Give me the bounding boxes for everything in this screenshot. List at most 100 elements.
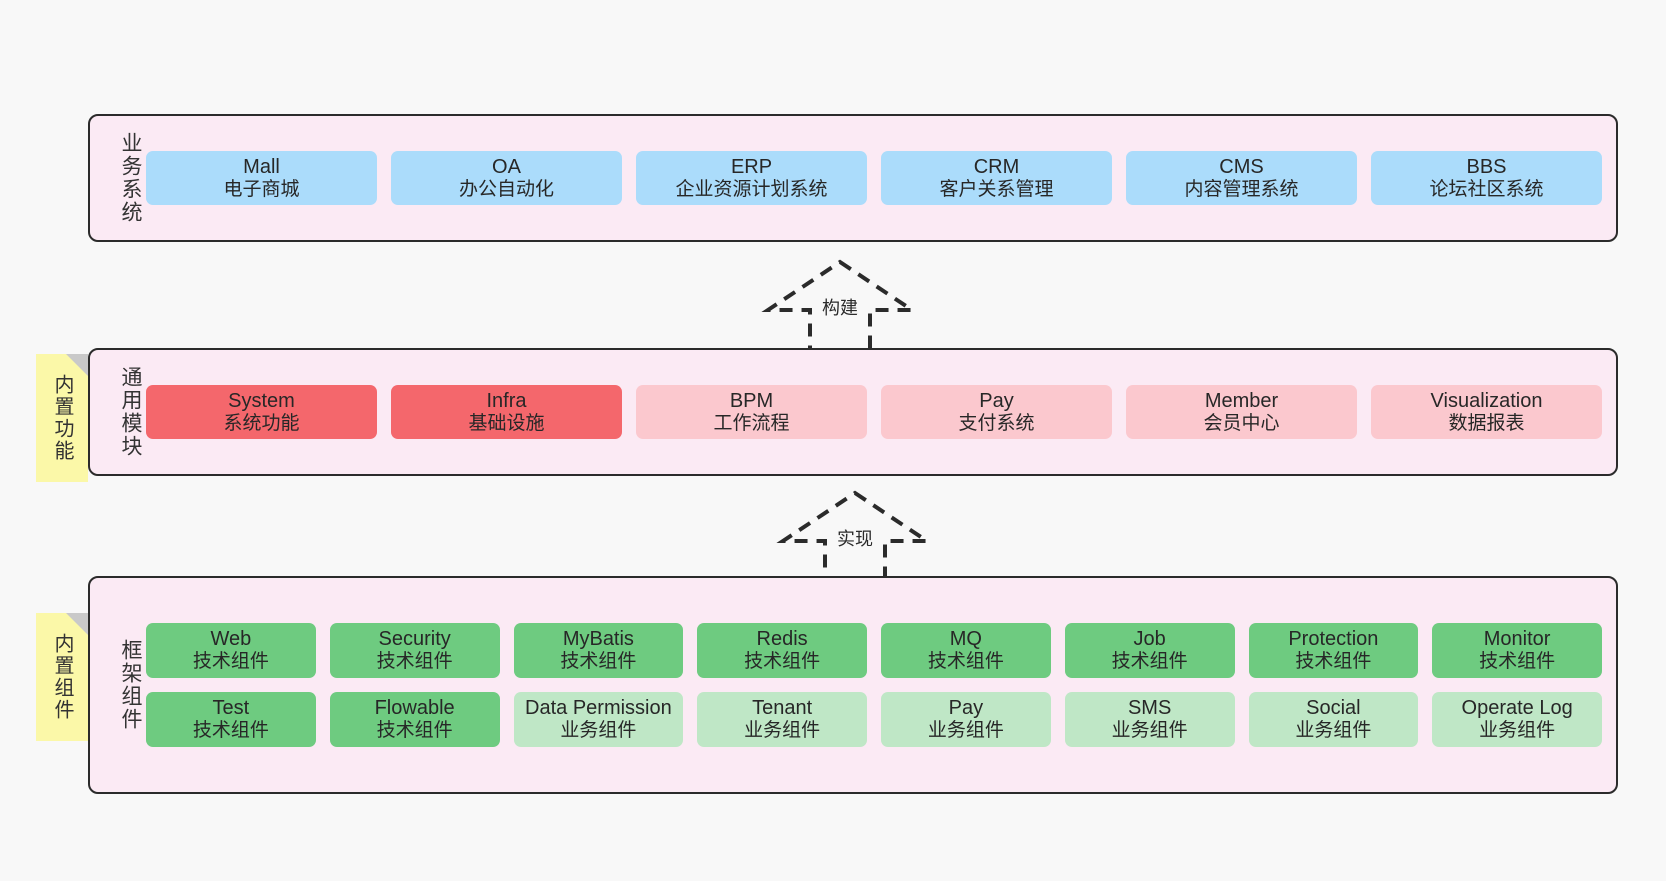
card-title: Monitor bbox=[1483, 628, 1551, 651]
note-fold-corner-icon bbox=[66, 613, 88, 635]
card-desc: 技术组件 bbox=[376, 720, 453, 741]
card-title: Social bbox=[1306, 697, 1361, 719]
card-sms[interactable]: SMS 业务组件 bbox=[1064, 692, 1235, 747]
card-title: Security bbox=[378, 628, 451, 651]
card-system[interactable]: System 系统功能 bbox=[146, 384, 377, 440]
card-bpm[interactable]: BPM 工作流程 bbox=[636, 384, 867, 440]
card-desc: 内容管理系统 bbox=[1184, 178, 1299, 200]
card-title: BPM bbox=[729, 389, 774, 412]
card-desc: 论坛社区系统 bbox=[1429, 178, 1544, 200]
card-redis[interactable]: Redis 技术组件 bbox=[697, 623, 867, 678]
card-title: Mall bbox=[243, 155, 280, 178]
card-flowable[interactable]: Flowable 技术组件 bbox=[329, 692, 500, 747]
card-title: Operate Log bbox=[1461, 697, 1573, 719]
card-security[interactable]: Security 技术组件 bbox=[329, 623, 500, 678]
layer-title-framework-component: 框架组件 bbox=[119, 639, 142, 731]
arrow-implement-label: 实现 bbox=[837, 529, 873, 549]
layer-framework-component: 框架组件 Web 技术组件 Security 技术组件 MyBatis 技术组件… bbox=[88, 576, 1618, 794]
card-desc: 技术组件 bbox=[1111, 651, 1188, 673]
card-cms[interactable]: CMS 内容管理系统 bbox=[1126, 150, 1357, 206]
card-title: CMS bbox=[1219, 155, 1264, 178]
card-desc: 业务组件 bbox=[1295, 720, 1372, 741]
card-desc: 业务组件 bbox=[560, 720, 637, 741]
card-protection[interactable]: Protection 技术组件 bbox=[1248, 623, 1419, 678]
card-desc: 会员中心 bbox=[1203, 412, 1280, 434]
layer-common-module: 通用模块 System 系统功能 Infra 基础设施 BPM 工作流程 Pay… bbox=[88, 348, 1618, 476]
card-title: System bbox=[228, 389, 295, 412]
card-infra[interactable]: Infra 基础设施 bbox=[391, 384, 622, 440]
card-desc: 电子商城 bbox=[223, 178, 300, 200]
card-mall[interactable]: Mall 电子商城 bbox=[146, 150, 377, 206]
card-title: MQ bbox=[949, 628, 982, 651]
arrow-build-label: 构建 bbox=[822, 298, 858, 318]
card-desc: 技术组件 bbox=[192, 651, 269, 673]
note-builtin-function: 内置功能 bbox=[36, 354, 88, 482]
card-desc: 客户关系管理 bbox=[939, 178, 1054, 200]
note-label: 内置组件 bbox=[51, 633, 73, 721]
card-web[interactable]: Web 技术组件 bbox=[146, 623, 316, 678]
card-desc: 支付系统 bbox=[958, 412, 1035, 434]
card-erp[interactable]: ERP 企业资源计划系统 bbox=[636, 150, 867, 206]
card-title: Test bbox=[212, 697, 250, 719]
card-title: MyBatis bbox=[562, 628, 634, 651]
card-desc: 企业资源计划系统 bbox=[675, 178, 828, 200]
card-title: Data Permission bbox=[525, 697, 672, 719]
card-mybatis[interactable]: MyBatis 技术组件 bbox=[513, 623, 684, 678]
card-title: CRM bbox=[973, 155, 1020, 178]
card-tenant[interactable]: Tenant 业务组件 bbox=[697, 692, 867, 747]
card-crm[interactable]: CRM 客户关系管理 bbox=[881, 150, 1112, 206]
card-title: Job bbox=[1133, 628, 1166, 651]
layer-business-system: 业务系统 Mall 电子商城 OA 办公自动化 ERP 企业资源计划系统 CRM… bbox=[88, 114, 1618, 242]
card-operate-log[interactable]: Operate Log 业务组件 bbox=[1432, 692, 1602, 747]
card-pay-component[interactable]: Pay 业务组件 bbox=[881, 692, 1051, 747]
card-title: Visualization bbox=[1430, 389, 1543, 412]
card-desc: 基础设施 bbox=[468, 412, 545, 434]
card-desc: 数据报表 bbox=[1448, 412, 1525, 434]
card-member[interactable]: Member 会员中心 bbox=[1126, 384, 1357, 440]
card-social[interactable]: Social 业务组件 bbox=[1248, 692, 1419, 747]
card-desc: 业务组件 bbox=[744, 720, 821, 741]
card-title: BBS bbox=[1466, 155, 1507, 178]
layer-title-common-module: 通用模块 bbox=[119, 366, 142, 458]
card-desc: 业务组件 bbox=[927, 720, 1004, 741]
card-desc: 技术组件 bbox=[1295, 651, 1372, 673]
card-desc: 业务组件 bbox=[1111, 720, 1188, 741]
layer-body-common-module: System 系统功能 Infra 基础设施 BPM 工作流程 Pay 支付系统… bbox=[142, 350, 1616, 474]
card-monitor[interactable]: Monitor 技术组件 bbox=[1432, 623, 1602, 678]
card-test[interactable]: Test 技术组件 bbox=[146, 692, 316, 747]
card-desc: 技术组件 bbox=[376, 651, 453, 673]
card-title: Infra bbox=[486, 389, 527, 412]
card-visualization[interactable]: Visualization 数据报表 bbox=[1371, 384, 1602, 440]
card-title: SMS bbox=[1127, 697, 1172, 719]
card-oa[interactable]: OA 办公自动化 bbox=[391, 150, 622, 206]
card-desc: 技术组件 bbox=[744, 651, 821, 673]
card-title: Web bbox=[210, 628, 252, 651]
framework-row-business: Test 技术组件 Flowable 技术组件 Data Permission … bbox=[146, 692, 1602, 747]
card-title: Member bbox=[1204, 389, 1279, 412]
layer-title-business-system: 业务系统 bbox=[119, 132, 142, 224]
card-title: Redis bbox=[756, 628, 808, 651]
card-desc: 业务组件 bbox=[1479, 720, 1556, 741]
card-data-permission[interactable]: Data Permission 业务组件 bbox=[513, 692, 684, 747]
card-pay-module[interactable]: Pay 支付系统 bbox=[881, 384, 1112, 440]
note-label: 内置功能 bbox=[51, 374, 73, 462]
card-title: OA bbox=[492, 155, 521, 178]
card-job[interactable]: Job 技术组件 bbox=[1064, 623, 1235, 678]
card-desc: 技术组件 bbox=[192, 720, 269, 741]
card-desc: 系统功能 bbox=[223, 412, 300, 434]
arrow-build: 构建 bbox=[760, 256, 920, 354]
arrow-implement: 实现 bbox=[775, 487, 935, 585]
layer-body-business-system: Mall 电子商城 OA 办公自动化 ERP 企业资源计划系统 CRM 客户关系… bbox=[142, 116, 1616, 240]
card-bbs[interactable]: BBS 论坛社区系统 bbox=[1371, 150, 1602, 206]
card-title: Pay bbox=[948, 697, 984, 719]
card-mq[interactable]: MQ 技术组件 bbox=[881, 623, 1051, 678]
card-title: ERP bbox=[730, 155, 773, 178]
framework-row-technical: Web 技术组件 Security 技术组件 MyBatis 技术组件 Redi… bbox=[146, 623, 1602, 678]
card-title: Tenant bbox=[752, 697, 813, 719]
note-fold-corner-icon bbox=[66, 354, 88, 376]
layer-body-framework-component: Web 技术组件 Security 技术组件 MyBatis 技术组件 Redi… bbox=[142, 578, 1616, 792]
note-builtin-component: 内置组件 bbox=[36, 613, 88, 741]
card-desc: 工作流程 bbox=[713, 412, 790, 434]
card-desc: 技术组件 bbox=[560, 651, 637, 673]
